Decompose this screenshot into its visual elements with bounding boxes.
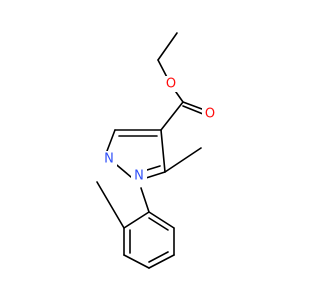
atom-mask-n-ring-1 [131, 168, 147, 184]
atom-mask-o-carbonyl [202, 106, 218, 122]
atom-label-o-ether: O [166, 77, 176, 92]
bond-aryl-methyl [96, 181, 125, 229]
atom-label-n-ring-1: N [134, 169, 144, 184]
bond-aryl-d-e-inner [148, 251, 169, 263]
bond-ethyl-ch3-ch2 [157, 32, 178, 61]
bond-aryl-d-e [148, 254, 175, 269]
molecule-structure-diagram: O O N N [96, 32, 218, 269]
bond-ring-c5-n1 [145, 171, 166, 179]
atom-label-n-ring-2: N [104, 152, 114, 167]
bond-aryl-f-a-inner [148, 217, 169, 231]
bond-carbonyl-to-ring [160, 101, 184, 131]
bond-ring-c4-c5 [160, 129, 166, 173]
bond-aryl-a-b [123, 211, 150, 229]
bond-ring-c3-n2 [106, 129, 116, 152]
atom-mask-n-ring-2 [101, 151, 117, 167]
bond-layer [96, 32, 211, 269]
bond-aryl-f-a [148, 211, 175, 229]
atom-label-o-carbonyl: O [205, 107, 215, 122]
bond-ring-c5-n1-inner [146, 165, 161, 171]
atom-label-layer: O O N N [101, 76, 218, 184]
bond-c5-methyl [164, 147, 202, 173]
bond-aryl-c-d [123, 254, 150, 269]
bond-n1-aryl [140, 187, 150, 213]
atom-mask-o-ether [163, 76, 179, 92]
